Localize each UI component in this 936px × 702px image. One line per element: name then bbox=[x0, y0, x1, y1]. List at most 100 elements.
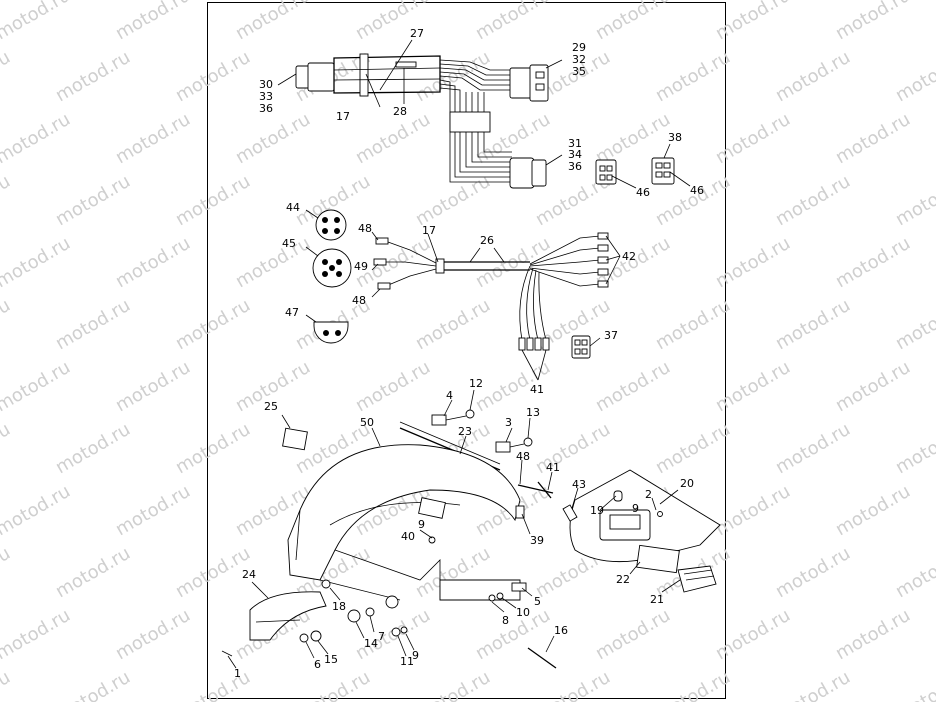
callout-11: 11 bbox=[400, 655, 414, 668]
watermark-text: motod.ru bbox=[892, 171, 936, 230]
watermark-text: motod.ru bbox=[892, 47, 936, 106]
callout-23: 23 bbox=[458, 425, 472, 438]
watermark-text: motod.ru bbox=[232, 233, 314, 292]
watermark-text: motod.ru bbox=[712, 481, 794, 540]
callout-33: 33 bbox=[259, 90, 273, 103]
callout-17-mid: 17 bbox=[422, 224, 436, 237]
callout-25: 25 bbox=[264, 400, 278, 413]
callout-9-right: 9 bbox=[632, 502, 639, 515]
callout-18: 18 bbox=[332, 600, 346, 613]
watermark-text: motod.ru bbox=[652, 47, 734, 106]
watermark-text: motod.ru bbox=[412, 171, 494, 230]
watermark-text: motod.ru bbox=[412, 667, 494, 702]
watermark-text: motod.ru bbox=[592, 0, 674, 44]
callout-8: 8 bbox=[502, 614, 509, 627]
watermark-text: motod.ru bbox=[112, 481, 194, 540]
callout-4: 4 bbox=[446, 389, 453, 402]
callout-42: 42 bbox=[622, 250, 636, 263]
watermark-text: motod.ru bbox=[832, 357, 914, 416]
watermark-text: motod.ru bbox=[0, 109, 74, 168]
callout-26: 26 bbox=[480, 234, 494, 247]
callout-28: 28 bbox=[393, 105, 407, 118]
callout-48-upper: 48 bbox=[358, 222, 372, 235]
callout-48-lowest: 48 bbox=[516, 450, 530, 463]
watermark-text: motod.ru bbox=[0, 605, 74, 664]
callout-20: 20 bbox=[680, 477, 694, 490]
callout-49: 49 bbox=[354, 260, 368, 273]
watermark-text: motod.ru bbox=[172, 171, 254, 230]
callout-34: 34 bbox=[568, 148, 582, 161]
watermark-text: motod.ru bbox=[232, 109, 314, 168]
watermark-text: motod.ru bbox=[0, 295, 14, 354]
watermark-text: motod.ru bbox=[172, 667, 254, 702]
callout-38: 38 bbox=[668, 131, 682, 144]
callout-36-mid: 36 bbox=[568, 160, 582, 173]
watermark-text: motod.ru bbox=[832, 605, 914, 664]
watermark-text: motod.ru bbox=[472, 605, 554, 664]
watermark-text: motod.ru bbox=[832, 233, 914, 292]
watermark-text: motod.ru bbox=[892, 667, 936, 702]
watermark-text: motod.ru bbox=[772, 47, 854, 106]
watermark-text: motod.ru bbox=[232, 0, 314, 44]
watermark-text: motod.ru bbox=[532, 419, 614, 478]
callout-10: 10 bbox=[516, 606, 530, 619]
watermark-text: motod.ru bbox=[592, 605, 674, 664]
callout-12: 12 bbox=[469, 377, 483, 390]
watermark-text: motod.ru bbox=[412, 295, 494, 354]
callout-22: 22 bbox=[616, 573, 630, 586]
watermark-text: motod.ru bbox=[352, 357, 434, 416]
callout-15: 15 bbox=[324, 653, 338, 666]
callout-1: 1 bbox=[234, 667, 241, 680]
main-wiring-harness bbox=[295, 53, 675, 189]
callout-41-low: 41 bbox=[546, 461, 560, 474]
callout-19: 19 bbox=[590, 504, 604, 517]
secondary-harness bbox=[312, 209, 609, 359]
callout-32: 32 bbox=[572, 53, 586, 66]
watermark-text: motod.ru bbox=[0, 419, 14, 478]
watermark-text: motod.ru bbox=[52, 667, 134, 702]
watermark-text: motod.ru bbox=[772, 171, 854, 230]
watermark-text: motod.ru bbox=[112, 605, 194, 664]
callout-47: 47 bbox=[285, 306, 299, 319]
watermark-text: motod.ru bbox=[0, 171, 14, 230]
callout-labels: 27 29 32 35 30 33 36 17 28 31 34 36 38 4… bbox=[234, 27, 704, 680]
watermark-text: motod.ru bbox=[892, 419, 936, 478]
callout-41-mid: 41 bbox=[530, 383, 544, 396]
watermark-text: motod.ru bbox=[52, 295, 134, 354]
watermark-text: motod.ru bbox=[112, 357, 194, 416]
watermark-text: motod.ru bbox=[532, 667, 614, 702]
callout-6: 6 bbox=[314, 658, 321, 671]
watermark-text: motod.ru bbox=[772, 667, 854, 702]
callout-39: 39 bbox=[530, 534, 544, 547]
watermark-text: motod.ru bbox=[0, 667, 14, 702]
watermark-text: motod.ru bbox=[712, 233, 794, 292]
callout-3: 3 bbox=[505, 416, 512, 429]
callout-36-top: 36 bbox=[259, 102, 273, 115]
watermark-text: motod.ru bbox=[652, 419, 734, 478]
watermark-text: motod.ru bbox=[832, 0, 914, 44]
callout-45: 45 bbox=[282, 237, 296, 250]
callout-27: 27 bbox=[410, 27, 424, 40]
watermark-text: motod.ru bbox=[892, 295, 936, 354]
callout-7: 7 bbox=[378, 630, 385, 643]
watermark-text: motod.ru bbox=[772, 295, 854, 354]
callout-9-mid: 9 bbox=[418, 518, 425, 531]
leader-lines bbox=[227, 39, 691, 669]
watermark-text: motod.ru bbox=[772, 419, 854, 478]
callout-21: 21 bbox=[650, 593, 664, 606]
watermark-text: motod.ru bbox=[172, 295, 254, 354]
watermark-text: motod.ru bbox=[712, 605, 794, 664]
rear-fender-assembly bbox=[221, 409, 721, 669]
watermark-text: motod.ru bbox=[0, 481, 74, 540]
watermark-text: motod.ru bbox=[652, 295, 734, 354]
watermark-text: motod.ru bbox=[112, 109, 194, 168]
callout-40: 40 bbox=[401, 530, 415, 543]
callout-31: 31 bbox=[568, 137, 582, 150]
watermark-text: motod.ru bbox=[0, 47, 14, 106]
callout-2: 2 bbox=[645, 488, 652, 501]
watermark-text: motod.ru bbox=[292, 667, 374, 702]
watermark-text: motod.ru bbox=[52, 543, 134, 602]
callout-50: 50 bbox=[360, 416, 374, 429]
watermark-text: motod.ru bbox=[652, 667, 734, 702]
